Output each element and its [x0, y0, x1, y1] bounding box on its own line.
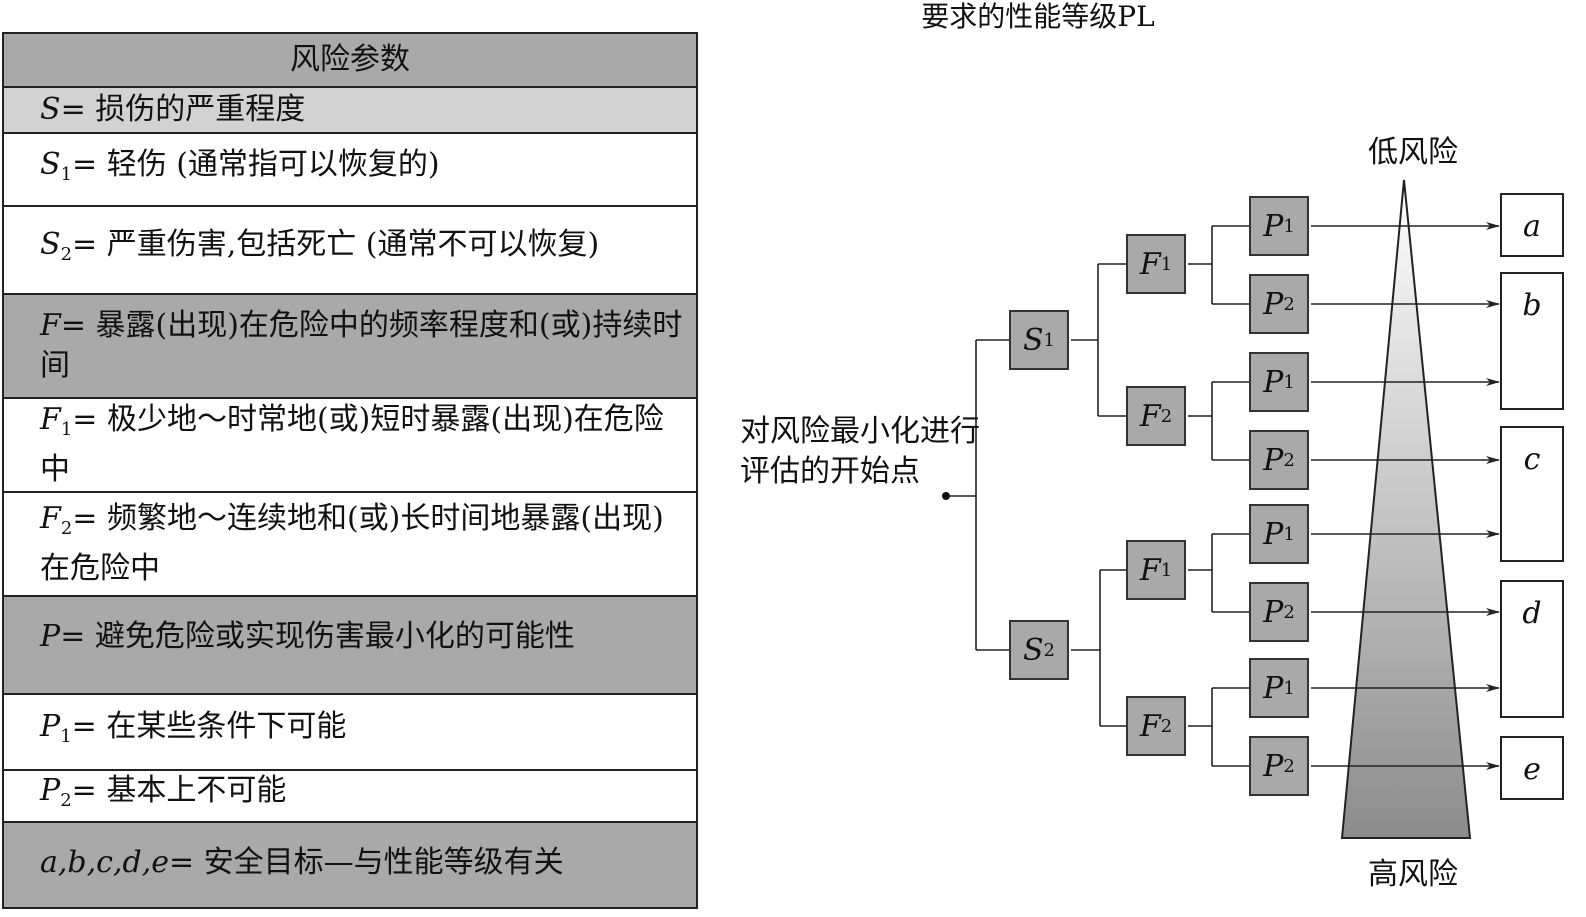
low-risk-label: 低风险 — [1368, 135, 1458, 170]
symbol-p1: P1 — [40, 709, 72, 747]
row-p-definition: P= 避免危险或实现伤害最小化的可能性 — [2, 595, 698, 695]
level-c-box: c — [1500, 426, 1564, 562]
row-s1-definition: S1= 轻伤 (通常指可以恢复的) — [2, 132, 698, 207]
row-f2-definition: F2= 频繁地～连续地和(或)长时间地暴露(出现)在危险中 — [2, 491, 698, 597]
p2-definition-text: = 基本上不可能 — [71, 773, 287, 808]
s2-definition-text: = 严重伤害,包括死亡 (通常不可以恢复) — [72, 227, 600, 262]
table-header: 风险参数 — [2, 32, 698, 88]
start-point-label: 对风险最小化进行评估的开始点 — [740, 414, 980, 489]
row-s2-definition: S2= 严重伤害,包括死亡 (通常不可以恢复) — [2, 205, 698, 295]
symbol-s2: S2 — [40, 227, 73, 265]
row-f-definition: F= 暴露(出现)在危险中的频率程度和(或)持续时间 — [2, 293, 698, 399]
abcde-definition-text: = 安全目标—与性能等级有关 — [169, 845, 564, 880]
diagram-title: 要求的性能等级PL — [921, 0, 1155, 33]
row-f1-definition: F1= 极少地～时常地(或)短时暴露(出现)在危险中 — [2, 397, 698, 493]
level-e-box: e — [1500, 736, 1564, 800]
start-point-dot — [942, 492, 950, 500]
level-d-box: d — [1500, 580, 1564, 718]
symbol-abcde: a,b,c,d,e — [40, 845, 169, 880]
symbol-p2: P2 — [40, 773, 72, 811]
f-definition-text: = 暴露(出现)在危险中的频率程度和(或)持续时间 — [40, 308, 683, 383]
risk-cone — [1340, 179, 1472, 839]
symbol-p: P — [40, 619, 61, 654]
p1-definition-text: = 在某些条件下可能 — [71, 709, 347, 744]
f1-definition-text: = 极少地～时常地(或)短时暴露(出现)在危险中 — [40, 402, 664, 487]
level-a-box: a — [1500, 193, 1564, 257]
s1-definition-text: = 轻伤 (通常指可以恢复的) — [72, 146, 440, 182]
symbol-f1: F1 — [40, 402, 73, 440]
symbol-f2: F2 — [40, 501, 73, 539]
s-definition-text: = 损伤的严重程度 — [60, 92, 306, 127]
row-p1-definition: P1= 在某些条件下可能 — [2, 693, 698, 771]
f2-definition-text: = 频繁地～连续地和(或)长时间地暴露(出现)在危险中 — [40, 501, 664, 586]
row-s-definition: S= 损伤的严重程度 — [2, 86, 698, 134]
row-abcde-definition: a,b,c,d,e= 安全目标—与性能等级有关 — [2, 821, 698, 909]
symbol-f: F — [40, 308, 61, 343]
level-b-box: b — [1500, 272, 1564, 410]
risk-parameter-table: 风险参数 S= 损伤的严重程度 S1= 轻伤 (通常指可以恢复的) S2= 严重… — [2, 32, 698, 909]
symbol-s1: S1 — [40, 146, 73, 185]
symbol-s: S — [40, 92, 61, 127]
high-risk-label: 高风险 — [1368, 857, 1458, 892]
row-p2-definition: P2= 基本上不可能 — [2, 769, 698, 823]
p-definition-text: = 避免危险或实现伤害最小化的可能性 — [60, 619, 575, 654]
